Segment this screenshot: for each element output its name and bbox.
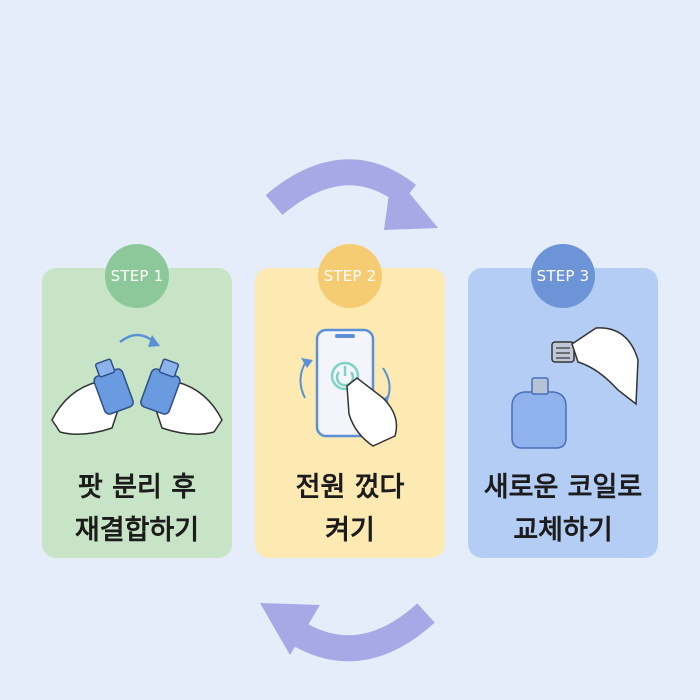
cycle-arrow-right-icon	[265, 159, 438, 230]
step-card-1: STEP 1 팟 분리 후 재결합하기	[42, 244, 232, 558]
caption-line-1: 전원 껐다	[295, 472, 405, 503]
caption-line-1: 팟 분리 후	[77, 472, 197, 503]
caption-line-2: 켜기	[325, 515, 375, 546]
caption-line-2: 교체하기	[513, 515, 613, 546]
phone-power-illustration-icon	[299, 328, 398, 447]
caption-line-2: 재결합하기	[74, 515, 200, 546]
pod-separate-illustration-icon	[51, 333, 223, 435]
step-badge: STEP 2	[318, 244, 382, 308]
coil-replace-illustration-icon	[511, 327, 639, 449]
step-badge: STEP 1	[105, 244, 169, 308]
step-card-3: STEP 3 새로운 코일로 교체하기	[468, 244, 658, 558]
step-caption: 새로운 코일로 교체하기	[468, 466, 658, 552]
step-card-2: STEP 2 전원 껐다 켜기	[255, 244, 445, 558]
step-caption: 팟 분리 후 재결합하기	[42, 466, 232, 552]
cycle-arrow-left-icon	[260, 603, 435, 662]
caption-line-1: 새로운 코일로	[483, 472, 643, 503]
step-badge: STEP 3	[531, 244, 595, 308]
step-caption: 전원 껐다 켜기	[255, 466, 445, 552]
